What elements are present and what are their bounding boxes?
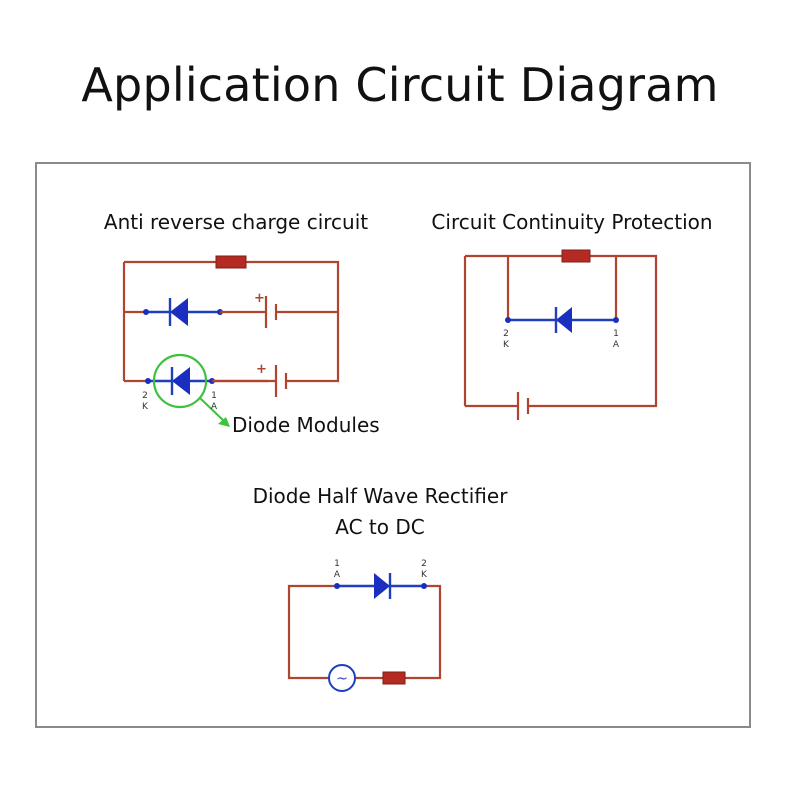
bottom-battery-plus: + <box>256 362 267 377</box>
bottom-diode-triangle <box>172 367 190 395</box>
continuity-node-right <box>613 317 619 323</box>
rectifier-diode-triangle <box>374 573 390 599</box>
anti-reverse-wires <box>124 260 340 383</box>
continuity-pin-left-num: 2 <box>503 329 509 339</box>
rectifier-pin-right-num: 2 <box>421 559 427 569</box>
diagram-frame <box>35 162 751 728</box>
page-title: Application Circuit Diagram <box>81 58 719 112</box>
middle-node-left <box>143 309 149 315</box>
rectifier-node-right <box>421 583 427 589</box>
continuity-label: Circuit Continuity Protection <box>431 210 712 234</box>
continuity-diode-triangle <box>556 307 572 333</box>
rectifier-pin-right-letter: K <box>421 570 428 580</box>
anti-reverse-pin-right-num: 1 <box>211 391 217 401</box>
continuity-pin-left-letter: K <box>503 340 510 350</box>
diode-modules-label: Diode Modules <box>232 413 380 437</box>
continuity-pin-right-num: 1 <box>613 329 619 339</box>
rectifier-pin-left-letter: A <box>334 570 341 580</box>
rectifier-resistor <box>382 671 406 685</box>
ac-source-tilde: ~ <box>336 671 348 687</box>
anti-reverse-label: Anti reverse charge circuit <box>104 210 368 234</box>
middle-battery-plus: + <box>254 291 265 306</box>
callout-arrow-head <box>218 417 230 427</box>
anti-reverse-resistor <box>215 255 247 269</box>
diode-module-highlight <box>152 353 208 409</box>
callout-arrow-line <box>199 397 227 424</box>
continuity-resistor <box>561 249 591 263</box>
continuity-outer-wires <box>465 254 658 408</box>
rectifier-pin-left-num: 1 <box>334 559 340 569</box>
ac-source-symbol <box>328 664 356 692</box>
rectifier-wires <box>287 584 442 680</box>
rectifier-circuit: Diode Half Wave Rectifier AC to DC ~ 1 A… <box>253 484 509 692</box>
rectifier-node-left <box>334 583 340 589</box>
anti-reverse-circuit: Anti reverse charge circuit + + 2 K 1 A <box>104 210 380 437</box>
anti-reverse-pin-right-letter: A <box>211 402 218 412</box>
anti-reverse-pin-left-num: 2 <box>142 391 148 401</box>
continuity-pin-right-letter: A <box>613 340 620 350</box>
bottom-node-left <box>145 378 151 384</box>
continuity-circuit: Circuit Continuity Protection 2 K 1 A <box>431 210 713 420</box>
anti-reverse-pin-left-letter: K <box>142 402 149 412</box>
rectifier-label-line2: AC to DC <box>335 515 424 539</box>
continuity-node-left <box>505 317 511 323</box>
rectifier-label-line1: Diode Half Wave Rectifier <box>253 484 509 508</box>
middle-diode-triangle <box>170 298 188 326</box>
